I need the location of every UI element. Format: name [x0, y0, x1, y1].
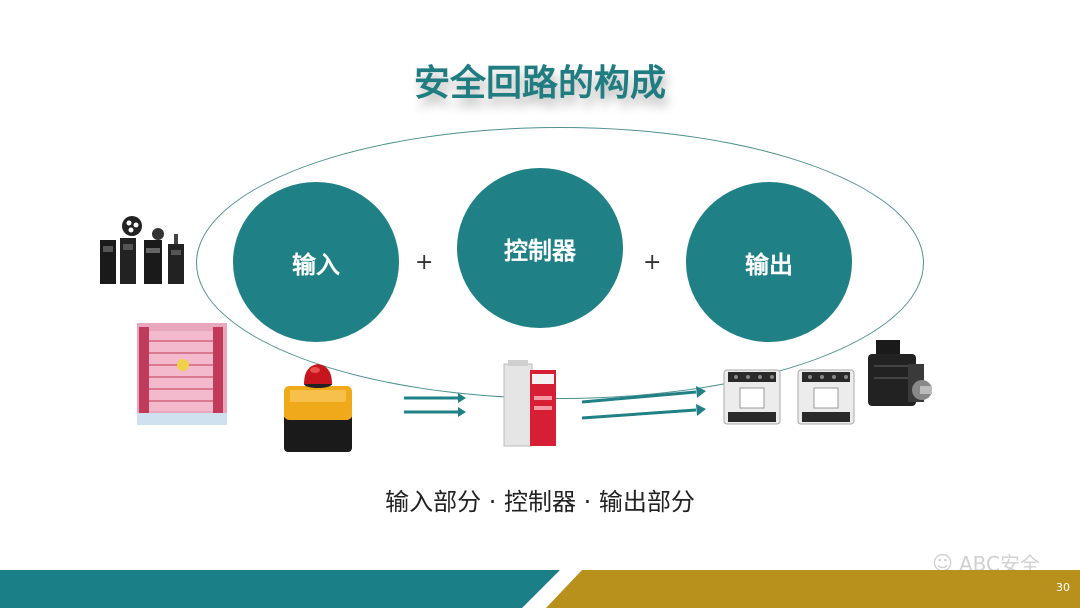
plus-sign-1: + [415, 250, 433, 275]
contactor-image-2 [796, 368, 856, 426]
input-circle: 输入 [233, 182, 399, 342]
slide-title-wrap: 安全回路的构成 [0, 50, 1080, 110]
plus-sign-2: + [643, 250, 661, 275]
bottom-bar [0, 570, 1080, 608]
controller-circle: 控制器 [457, 168, 623, 328]
emergency-stop-image [282, 362, 354, 454]
controller-circle-label: 控制器 [504, 231, 576, 266]
safety-relay-image [502, 360, 558, 448]
contactor-image-1 [722, 368, 782, 426]
limit-switches-image [98, 212, 193, 292]
caption: 输入部分 · 控制器 · 输出部分 [0, 482, 1080, 517]
output-arrows [580, 386, 710, 422]
bottom-bar-gold [546, 570, 1080, 608]
output-circle-label: 输出 [745, 245, 793, 280]
output-circle: 输出 [686, 182, 852, 342]
slide-title: 安全回路的构成 [402, 50, 678, 110]
light-curtain-image [137, 323, 227, 425]
servo-motor-image [866, 336, 932, 418]
bottom-bar-teal [0, 570, 560, 608]
input-circle-label: 输入 [292, 245, 340, 280]
page-number: 30 [1056, 581, 1070, 594]
input-arrows [400, 392, 470, 418]
